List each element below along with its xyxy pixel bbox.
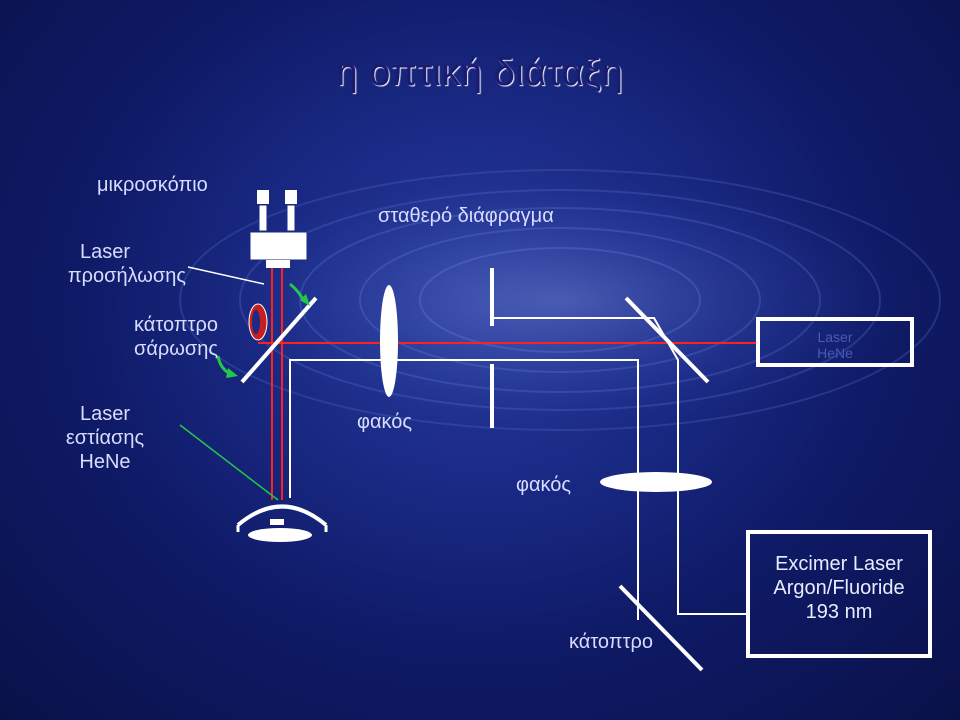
microscope-label: μικροσκόπιο xyxy=(97,174,208,196)
scanning-mirror-label-1: κάτοπτρο xyxy=(134,314,218,336)
excimer-laser-box: Excimer Laser Argon/Fluoride 193 nm xyxy=(746,530,932,658)
focusing-laser-label-2: εστίασης xyxy=(65,427,145,449)
fixed-aperture-label: σταθερό διάφραγμα xyxy=(378,205,554,227)
scanning-mirror-label: κάτοπτρο σάρωσης xyxy=(100,313,218,361)
excimer-label-2: Argon/Fluoride xyxy=(773,577,905,599)
microscope-icon xyxy=(249,190,308,268)
lens-left-label: φακός xyxy=(357,411,413,433)
lens-right xyxy=(600,472,712,492)
page-title: η οπτική διάταξη xyxy=(336,52,624,94)
excimer-label-3: 193 nm xyxy=(805,601,873,623)
illumination-laser-label-1: Laser xyxy=(80,241,131,263)
lens-right-label: φακός xyxy=(516,474,572,496)
white-beam-top-right xyxy=(492,317,748,615)
hene-box-label-1: Laser xyxy=(817,329,853,345)
focusing-laser-label: Laser εστίασης HeNe xyxy=(50,402,160,474)
mirror-top-right xyxy=(624,296,710,384)
white-beam-path xyxy=(290,360,640,610)
mirror-bottom-label: κάτοπτρο xyxy=(569,631,653,653)
focusing-laser-label-1: Laser xyxy=(79,403,131,425)
focusing-laser-label-3: HeNe xyxy=(79,451,131,473)
white-beam-upper xyxy=(289,359,639,620)
illumination-laser-label: Laser προσήλωσης xyxy=(20,240,186,288)
illumination-laser-label-2: προσήλωσης xyxy=(67,265,186,287)
illumination-pointer-line xyxy=(187,266,265,285)
focusing-pointer-line xyxy=(179,424,279,501)
mirror-bottom xyxy=(618,584,704,672)
scanning-mirror-label-2: σάρωσης xyxy=(133,338,218,360)
eye-objective-icon xyxy=(236,504,328,542)
excimer-label-1: Excimer Laser xyxy=(775,553,903,575)
hene-laser-box: Laser HeNe xyxy=(756,317,914,367)
hene-box-label-2: HeNe xyxy=(817,345,853,361)
lens-left xyxy=(380,285,398,397)
scanning-mirror-icon xyxy=(240,296,318,384)
